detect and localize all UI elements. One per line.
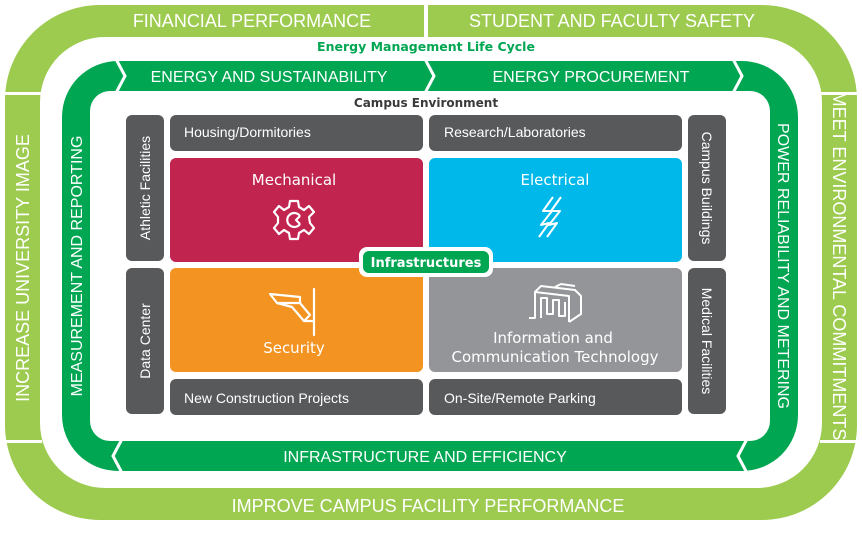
lightning-icon bbox=[538, 196, 562, 238]
tile-medical-facilities[interactable]: Medical Facilities bbox=[688, 268, 726, 414]
chevron-divider-bottom-left bbox=[111, 438, 124, 474]
security-camera-icon bbox=[268, 287, 316, 337]
outer-label-improve-campus-facility-performance: IMPROVE CAMPUS FACILITY PERFORMANCE bbox=[232, 496, 625, 516]
tile-label: Campus Buildings bbox=[699, 132, 715, 245]
hub-infrastructures[interactable]: Infrastructures bbox=[359, 247, 493, 277]
lifecycle-title: Energy Management Life Cycle bbox=[317, 39, 535, 54]
quadrant-electrical[interactable]: Electrical bbox=[429, 158, 682, 262]
tile-housing-dormitories[interactable]: Housing/Dormitories bbox=[170, 115, 423, 151]
tile-label: On-Site/Remote Parking bbox=[444, 390, 596, 406]
quadrant-ict[interactable]: Information and Communication Technology bbox=[429, 268, 682, 372]
outer-label-increase-university-image: INCREASE UNIVERSITY IMAGE bbox=[13, 134, 33, 402]
outer-label-student-faculty-safety: STUDENT AND FACULTY SAFETY bbox=[469, 11, 755, 31]
mid-label-infrastructure-efficiency: INFRASTRUCTURE AND EFFICIENCY bbox=[283, 449, 567, 466]
quadrant-title: Electrical bbox=[521, 171, 590, 189]
tile-campus-buildings[interactable]: Campus Buildings bbox=[688, 115, 726, 261]
tile-onsite-remote-parking[interactable]: On-Site/Remote Parking bbox=[429, 379, 682, 415]
tile-data-center[interactable]: Data Center bbox=[126, 268, 164, 414]
mid-label-energy-sustainability: ENERGY AND SUSTAINABILITY bbox=[151, 69, 388, 86]
tile-athletic-facilities[interactable]: Athletic Facilities bbox=[126, 115, 164, 261]
tile-label: Athletic Facilities bbox=[137, 136, 153, 240]
chevron-divider-bottom-right bbox=[736, 438, 749, 474]
chevron-divider-top-left bbox=[114, 58, 127, 94]
outer-divider-top bbox=[424, 3, 428, 39]
tile-label: New Construction Projects bbox=[184, 390, 349, 406]
tile-new-construction-projects[interactable]: New Construction Projects bbox=[170, 379, 423, 415]
campus-environment-title: Campus Environment bbox=[354, 96, 498, 110]
tile-label: Research/Laboratories bbox=[444, 124, 586, 140]
tile-label: Medical Facilities bbox=[699, 288, 715, 395]
mid-label-power-reliability-metering: POWER RELIABILITY AND METERING bbox=[774, 123, 791, 409]
tile-label: Housing/Dormitories bbox=[184, 124, 311, 140]
quadrant-mechanical[interactable]: Mechanical bbox=[170, 158, 423, 262]
outer-divider-right-top bbox=[820, 92, 858, 95]
tile-research-laboratories[interactable]: Research/Laboratories bbox=[429, 115, 682, 151]
outer-label-meet-environmental-commitments: MEET ENVIRONMENTAL COMMITMENTS bbox=[829, 92, 849, 441]
outer-divider-right-bottom bbox=[820, 440, 858, 443]
hub-label: Infrastructures bbox=[371, 256, 482, 271]
server-icon bbox=[529, 283, 582, 323]
quadrant-title: Security bbox=[263, 339, 325, 357]
tile-label: Data Center bbox=[137, 303, 153, 379]
outer-label-financial-performance: FINANCIAL PERFORMANCE bbox=[133, 11, 371, 31]
outer-ring: FINANCIAL PERFORMANCE STUDENT AND FACULT… bbox=[4, 3, 858, 520]
quadrant-title: Mechanical bbox=[252, 171, 336, 189]
quadrant-security[interactable]: Security bbox=[170, 268, 423, 372]
chevron-divider-top-right bbox=[731, 58, 744, 94]
gear-icon bbox=[272, 199, 316, 241]
quadrant-title-line2: Communication Technology bbox=[451, 348, 658, 366]
outer-divider-left-top bbox=[4, 92, 42, 95]
middle-ring: ENERGY AND SUSTAINABILITY ENERGY PROCURE… bbox=[62, 58, 798, 474]
mid-label-energy-procurement: ENERGY PROCUREMENT bbox=[492, 69, 689, 86]
chevron-divider-top-middle bbox=[423, 58, 436, 94]
quadrant-title-line1: Information and bbox=[493, 329, 613, 347]
mid-label-measurement-reporting: MEASUREMENT AND REPORTING bbox=[69, 136, 86, 397]
outer-divider-left-bottom bbox=[4, 440, 42, 443]
campus-environment: Campus Environment Athletic Facilities D… bbox=[126, 96, 726, 415]
